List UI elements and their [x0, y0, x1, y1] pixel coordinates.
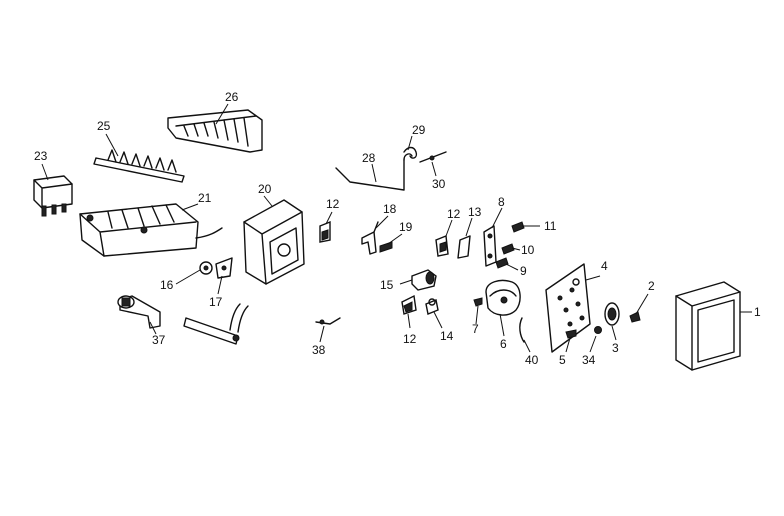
part-13-clip [457, 235, 471, 259]
callout-37: 34 [582, 353, 596, 367]
callout-13: 13 [468, 205, 482, 219]
part-12-switch-a [319, 220, 331, 243]
callout-3: 3 [612, 341, 619, 355]
part-12-switch-b [435, 235, 449, 257]
part-25-ejector [93, 149, 185, 183]
part-29-spring [403, 146, 418, 159]
part-8-lever [483, 225, 497, 267]
callout-7: 7 [472, 322, 479, 336]
callout-15: 15 [380, 278, 394, 292]
callout-30: 30 [432, 177, 446, 191]
callout-20: 20 [258, 182, 272, 196]
part-23-housing [33, 175, 73, 217]
callout-5: 5 [559, 353, 566, 367]
callout-4: 4 [601, 259, 608, 273]
callout-16: 16 [160, 278, 174, 292]
callout-29: 29 [412, 123, 426, 137]
part-37-gear [594, 326, 602, 334]
part-7-screw [473, 297, 483, 307]
part-9-screw [495, 257, 509, 269]
callout-12-c: 12 [403, 332, 417, 346]
part-26-stripper [167, 109, 263, 153]
part-10-screw [501, 243, 515, 255]
part-3-timing-gear [604, 302, 620, 326]
callout-14: 14 [440, 329, 454, 343]
callout-12-a: 12 [326, 197, 340, 211]
callout-34: 37 [152, 333, 166, 347]
part-16-gear [199, 261, 213, 275]
part-28-shutoff-arm [335, 153, 413, 191]
callout-21: 21 [198, 191, 212, 205]
callout-23: 23 [34, 149, 48, 163]
callout-9: 9 [520, 264, 527, 278]
part-wire-harness [183, 303, 249, 345]
part-18-bracket [361, 221, 379, 255]
callout-11: 11 [544, 219, 557, 233]
callout-12-b: 12 [447, 207, 461, 221]
part-30-pin [419, 151, 447, 163]
part-38-clip [315, 317, 341, 325]
callout-2: 2 [648, 279, 655, 293]
callout-8: 8 [498, 195, 505, 209]
part-20-housing [243, 199, 305, 285]
callout-26: 26 [225, 90, 239, 104]
part-14-connector [425, 298, 439, 315]
part-12-switch-c [401, 294, 417, 315]
callout-28: 28 [362, 151, 376, 165]
leader-lines [41, 103, 752, 353]
callout-19: 19 [399, 220, 413, 234]
part-17-cam [215, 257, 233, 279]
callout-38: 38 [312, 343, 326, 357]
part-2-screw [629, 311, 641, 323]
part-6-motor [485, 279, 521, 316]
part-19-screw [379, 241, 393, 253]
callout-6: 6 [500, 337, 507, 351]
part-5-screw [565, 329, 577, 339]
callout-1: 1 [754, 305, 761, 319]
part-4-mounting-plate [545, 263, 591, 353]
callout-40: 40 [525, 353, 539, 367]
callout-labels: 26 25 23 21 20 12 18 19 29 28 30 12 13 8… [34, 90, 761, 367]
part-34-fill-tube [117, 295, 161, 329]
part-21-mold [79, 203, 223, 257]
part-15-thermostat [411, 269, 437, 291]
callout-10: 10 [521, 243, 535, 257]
part-40-wire [519, 317, 525, 343]
part-11-screw [511, 221, 525, 233]
callout-17: 17 [209, 295, 223, 309]
callout-25: 25 [97, 119, 111, 133]
callout-18: 18 [383, 202, 397, 216]
part-1-cover [675, 281, 741, 371]
